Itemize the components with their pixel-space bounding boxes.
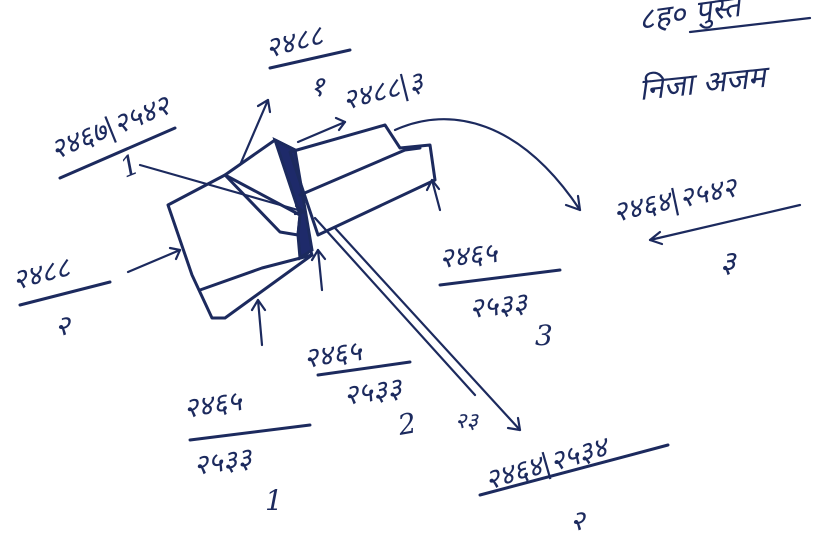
left-rule	[18, 280, 112, 307]
label-top-center-denominator: १	[310, 70, 326, 103]
label-center-numerator: २४६५	[301, 334, 365, 375]
scribble-mark: २३	[455, 409, 479, 434]
label-center-denominator: 2	[395, 406, 419, 442]
pointer-line-center	[316, 248, 324, 292]
header-note-line1: ८ह० पुस्त	[636, 0, 748, 39]
annotation-arrows	[18, 16, 812, 497]
parcel-right-divider	[298, 146, 422, 197]
pointer-line-diagonal	[313, 216, 477, 397]
pointer-line-up-right	[430, 178, 442, 212]
pointer-line-left	[126, 248, 182, 274]
pointer-line-bottom-left	[256, 298, 264, 347]
label-center-middle: २५३३	[341, 371, 405, 412]
arrowhead	[564, 194, 582, 212]
bottom-right-rule	[478, 443, 670, 497]
label-bottom-left-middle: २५३३	[191, 441, 255, 482]
center-right-rule	[438, 268, 562, 287]
pointer-curve-right	[393, 118, 582, 212]
arrowhead	[168, 246, 182, 261]
handwritten-labels: ८ह० पुस्त निजा अजम २४६७|२५४२ 1 २४८८ १ २४…	[9, 0, 774, 537]
arrowhead	[506, 416, 522, 432]
header-underline	[688, 16, 812, 34]
label-right-numerator: २४६४|२५४२	[610, 170, 741, 229]
label-left-denominator: २	[55, 309, 71, 342]
arrowhead	[256, 98, 272, 114]
right-label-rule	[648, 203, 802, 242]
arrowhead	[648, 230, 664, 246]
label-top-right: २४८८|३	[339, 65, 428, 117]
pointer-line-diagonal-2	[333, 226, 522, 432]
top-center-rule	[268, 48, 352, 70]
top-left-rule	[58, 126, 177, 180]
parcel-group	[166, 123, 437, 320]
header-note-line2: निजा अजम	[637, 59, 773, 108]
label-left-numerator: २४८८	[9, 250, 75, 296]
label-bottom-left-denominator: 1	[265, 484, 283, 517]
arrowhead	[334, 116, 347, 132]
pointer-line-up	[238, 98, 270, 167]
arrowhead	[250, 298, 267, 312]
bottom-left-rule	[188, 423, 312, 442]
label-bottom-right-numerator: २४६४|२५३४	[481, 429, 614, 496]
label-right-denominator: ३	[720, 245, 737, 280]
arrowhead	[310, 248, 327, 262]
label-center-right-denominator: 3	[535, 319, 553, 352]
label-center-right-middle: २५३३	[467, 286, 530, 325]
parcel-green-right	[288, 123, 437, 237]
label-bottom-left-numerator: २४६५	[181, 384, 245, 425]
parcel-divider-line	[198, 253, 314, 292]
parcel-green-left	[166, 173, 314, 320]
center-rule	[316, 360, 412, 377]
arrowhead	[293, 204, 307, 216]
pointer-line-right	[296, 120, 347, 144]
label-bottom-right-denominator: २	[570, 504, 586, 537]
pointer-line-top-left	[138, 163, 307, 214]
label-center-right-numerator: २४६५	[437, 236, 500, 275]
arrowhead	[425, 178, 441, 192]
